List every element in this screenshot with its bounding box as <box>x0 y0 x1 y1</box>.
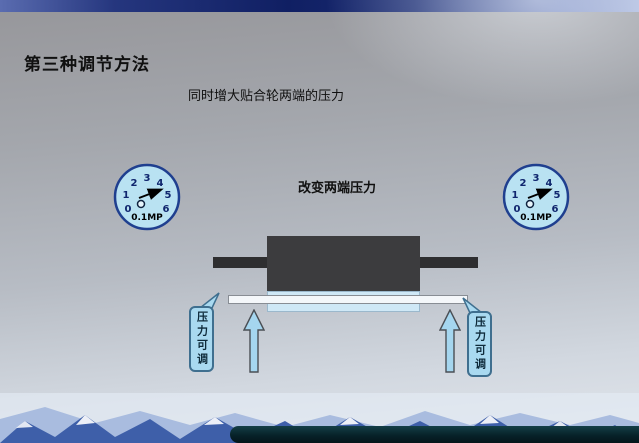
gauge-hub-icon <box>525 199 535 209</box>
diagram-label: 改变两端压力 <box>298 181 377 196</box>
gauge-tick-1: 1 <box>123 190 130 201</box>
gauge-tick-2: 2 <box>520 178 527 189</box>
callout-pointer-right-icon <box>462 297 484 313</box>
gauge-tick-0: 0 <box>514 204 521 215</box>
gauge-tick-1: 1 <box>512 190 519 201</box>
pressure-arrow-left-icon <box>243 309 265 373</box>
gauge-tick-2: 2 <box>131 178 138 189</box>
gauge-tick-6: 6 <box>163 204 170 215</box>
slide-subtitle: 同时增大贴合轮两端的压力 <box>188 89 345 104</box>
gauge-needle-icon <box>527 188 553 200</box>
callout-left: 压力可调 <box>189 306 214 372</box>
pressure-gauge-left: 3 2 1 0 4 5 6 0.1MP <box>113 163 181 231</box>
roller-shaft-left <box>213 257 269 268</box>
gauge-unit-label: 0.1MP <box>520 213 552 223</box>
callout-pointer-left-icon <box>198 292 220 308</box>
bottom-accent-bar <box>230 426 639 443</box>
gauge-tick-4: 4 <box>546 178 553 189</box>
pressure-gauge-right: 3 2 1 0 4 5 6 0.1MP <box>502 163 570 231</box>
callout-left-label: 压力可调 <box>195 311 209 367</box>
gauge-tick-5: 5 <box>165 190 172 201</box>
top-banner-strip <box>0 0 639 12</box>
gauge-tick-3: 3 <box>144 173 151 184</box>
gauge-tick-4: 4 <box>157 178 164 189</box>
gauge-tick-6: 6 <box>552 204 559 215</box>
gauge-tick-5: 5 <box>554 190 561 201</box>
gauge-hub-icon <box>136 199 146 209</box>
slide-title: 第三种调节方法 <box>24 55 150 75</box>
gauge-tick-0: 0 <box>125 204 132 215</box>
gauge-tick-3: 3 <box>533 173 540 184</box>
pressure-arrow-right-icon <box>439 309 461 373</box>
roller-shaft-right <box>419 257 478 268</box>
callout-right: 压力可调 <box>467 311 492 377</box>
gauge-unit-label: 0.1MP <box>131 213 163 223</box>
laminating-roller-body <box>267 236 420 291</box>
pressure-bar <box>228 295 468 304</box>
callout-right-label: 压力可调 <box>473 316 487 372</box>
gauge-needle-icon <box>138 188 164 200</box>
